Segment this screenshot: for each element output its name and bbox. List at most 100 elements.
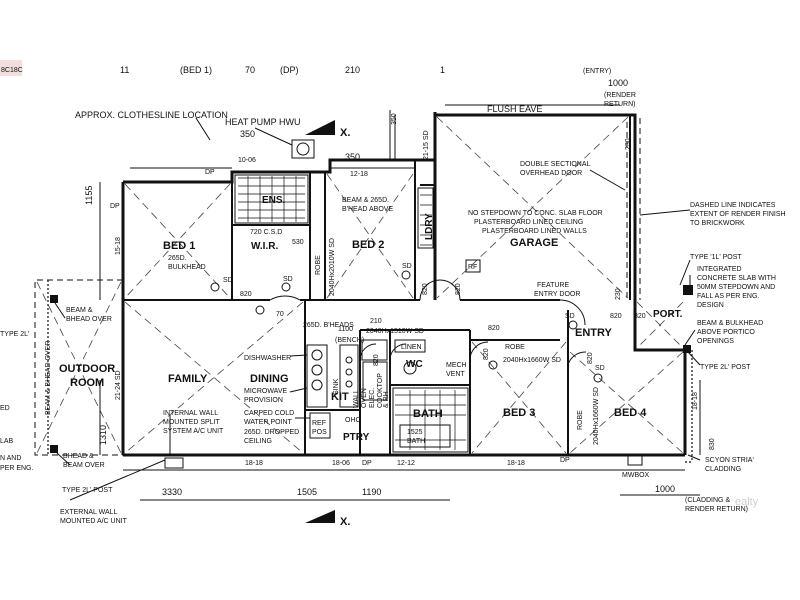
note-ext-ac-2: MOUNTED A/C UNIT [60,518,128,525]
note-mwbox: MWBOX [622,472,650,479]
room-bath: BATH [413,408,443,420]
dp-label: DP [205,169,215,176]
dim-1000-bottom: 1000 [655,484,675,494]
notes: APPROX. CLOTHESLINE LOCATION HEAT PUMP H… [0,104,786,525]
dim-18-18-b: 18-18 [507,460,525,467]
dim-350-b: 350 [345,152,360,162]
sd-label: SD [283,276,293,283]
section-x-bottom: X. [340,516,350,528]
top-label-210: 210 [345,65,360,75]
sd-label: SD [223,277,233,284]
dimension-lines [99,104,701,501]
smoke-detector-icon [488,360,498,370]
note-elec: ELEC. [369,388,376,408]
heat-pump-unit [291,139,315,159]
note-integrated-3: 50MM STEPDOWN AND [697,284,775,291]
misc-boxes [164,259,643,469]
doors [269,279,587,366]
note-ref-1: REF [312,420,326,427]
note-ext-ac-1: EXTERNAL WALL [60,509,118,516]
room-wir: W.I.R. [251,241,278,252]
room-ensuite: ENS. [262,195,286,206]
note-beam-over-vertical: BEAM & BHEAD OVER [45,341,52,415]
note-cold-water-1: CAPPED COLD [244,410,294,417]
watermark: ealty [735,496,759,508]
note-int-ac-1: INTERNAL WALL [163,410,218,417]
note-beam-over-1: BEAM & [66,307,93,314]
dim-70: 70 [276,311,284,318]
room-bed-3: BED 3 [503,407,535,419]
header-tag: 8C18C [1,67,23,74]
dim-820-h: 820 [587,352,594,364]
note-bhead-2: BEAM OVER [63,462,105,469]
note-microwave-2: PROVISION [244,397,283,404]
room-bed-2: BED 2 [352,239,384,251]
note-type-2l-right: TYPE 2L' POST [700,364,751,371]
dim-3330: 3330 [162,487,182,497]
note-flush-eave: FLUSH EAVE [487,104,542,114]
note-microwave-1: MICROWAVE [244,388,287,395]
post-icon [50,445,58,453]
top-label-tick: 1 [440,65,445,75]
note-scyon-2: CLADDING [705,466,741,473]
dim-350-a: 350 [240,129,255,139]
leader-lines [54,117,701,501]
note-garage-2: PLASTERBOARD LINED CEILING [474,219,583,226]
room-portico: PORT. [653,309,683,320]
note-dishwasher: DISHWASHER [244,355,291,362]
dim-830: 830 [709,438,716,450]
dim-1100: 1100 [338,326,353,333]
top-label-70: 70 [245,65,255,75]
note-rh: & RH [383,391,390,408]
smoke-detector-icon [568,320,578,330]
dim-21-24: 21-24 SD [115,370,122,400]
note-dropped-1: 265D. DROPPED [244,429,299,436]
room-labels: BED 1 W.I.R. ENS. BED 2 LDRY GARAGE FAMI… [59,195,683,443]
dim-18-18-c: 18-18 [692,392,699,410]
note-type-2l-left: TYPE 2L' POST [62,487,113,494]
room-outdoor-2: ROOM [70,377,104,389]
note-mech-vent-2: VENT [446,371,465,378]
room-outdoor-1: OUTDOOR [59,363,115,375]
dim-820-b: 820 [422,283,429,295]
dim-12-12: 12-12 [397,460,415,467]
note-bhead-1: BHEAD & [63,453,94,460]
note-double-door-1: DOUBLE SECTIONAL [520,161,591,168]
posts [50,285,693,453]
note-cut-3: N AND [0,455,21,462]
dp-label: DP [560,457,570,464]
dim-720-csd: 720 C.S.D [250,229,282,236]
note-sink: SINK [333,378,340,395]
dim-820-i: 820 [634,313,646,320]
room-pantry: PTRY [343,432,370,443]
walls [34,112,693,463]
note-ref-2: POS [312,429,327,436]
section-marker-top: X. [305,120,350,139]
room-robe-bed4: ROBE [577,410,584,430]
room-diagonals [36,116,684,454]
note-dashed-3: TO BRICKWORK [690,220,745,227]
dim-820-f: 820 [483,348,490,360]
sd-label: SD [595,365,605,372]
dim-530: 530 [292,239,304,246]
dim-1310: 1310 [98,425,108,445]
top-label-bed1: (BED 1) [180,65,212,75]
note-beam-265d-2: B'HEAD ABOVE [342,206,393,213]
note-integrated-5: DESIGN [697,302,724,309]
note-beam-bulkhead-2: ABOVE PORTICO [697,329,755,336]
note-cold-water-2: WATER POINT [244,419,293,426]
smoke-detector-icon [255,305,265,315]
note-type-1l: TYPE '1L' POST [690,254,742,261]
note-garage-3: PLASTERBOARD LINED WALLS [482,228,587,235]
note-bheads: 265D. B'HEADS [303,322,354,329]
note-beam-over-2: BHEAD OVER [66,316,112,323]
top-label-1: 11 [120,65,129,75]
room-bed-1: BED 1 [163,240,195,252]
note-integrated-1: INTEGRATED [697,266,742,273]
dimensions: 350 350 350 10-06 12-18 21-15 SD 1155 15… [84,113,716,497]
dim-230-b: 230 [625,138,632,150]
note-wall-oven: WALL [353,389,360,408]
dim-1155: 1155 [84,186,94,205]
note-mech-vent-1: MECH [446,362,467,369]
kitchen-fixtures [306,339,426,439]
